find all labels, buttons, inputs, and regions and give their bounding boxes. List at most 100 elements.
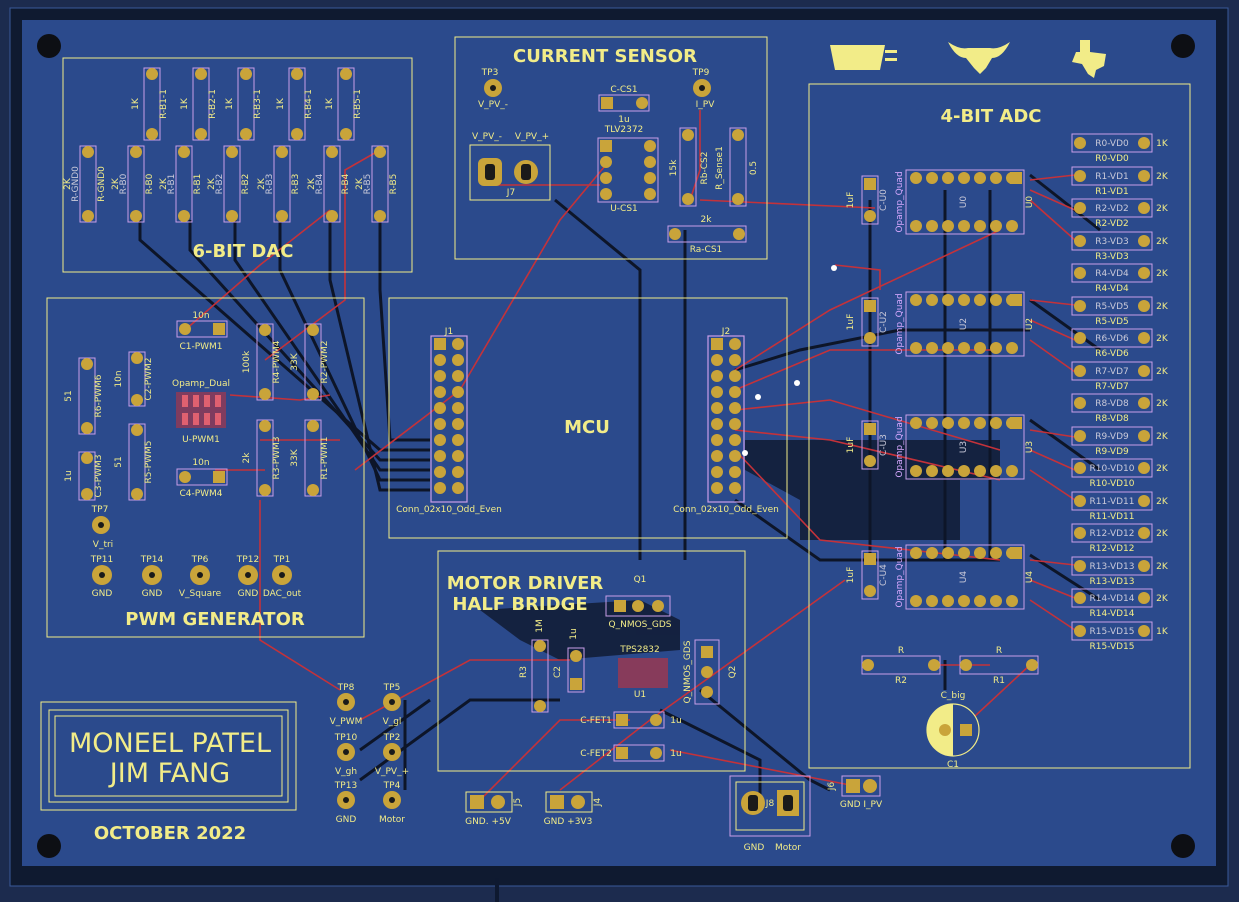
dac-bot-ref-3: R-B2 [215, 174, 225, 195]
round-pad [910, 172, 922, 184]
round-pad [374, 210, 386, 222]
j6-label: GND I_PV [840, 800, 883, 810]
section-title-pwm: PWM GENERATOR [125, 609, 305, 630]
round-pad [926, 172, 938, 184]
btp-label-4: GND [336, 815, 357, 825]
pwm-u-ref: U-PWM1 [182, 435, 220, 445]
ccs1-val: 1u [618, 115, 629, 125]
r-cs2-ref: Rb-CS2 [700, 152, 710, 185]
round-pad [1138, 625, 1150, 637]
adc-res-outline-13 [1071, 556, 1153, 576]
round-pad [974, 342, 986, 354]
round-pad [307, 420, 319, 432]
round-pad [958, 294, 970, 306]
j1-ref: J1 [444, 327, 453, 337]
round-pad [131, 488, 143, 500]
opamp-cap-outline-3 [861, 550, 879, 600]
adc-res-outline-7 [1071, 361, 1153, 381]
round-pad [452, 370, 464, 382]
j5-ref: J5 [513, 798, 523, 807]
opamp-refin-0: U0 [959, 196, 969, 209]
round-pad [1074, 300, 1086, 312]
adc-res-inline-13: R13-VD13 [1090, 562, 1135, 572]
dac-top-ref-0: R-B1-1 [159, 89, 169, 119]
round-pad [990, 417, 1002, 429]
opamp-val-2: Opamp_Quad [895, 416, 905, 477]
round-pad [1138, 170, 1150, 182]
adc-res-inline-3: R3-VD3 [1095, 237, 1129, 247]
smd-pad [182, 413, 188, 425]
opamp-ref-3: U4 [1025, 571, 1035, 584]
round-pad [82, 210, 94, 222]
j2-label: Conn_02x10_Odd_Even [673, 505, 779, 515]
adc-res-val-13: 2K [1156, 562, 1169, 572]
btp-ref-0: TP8 [337, 683, 355, 693]
adc-res-outline-3 [1071, 231, 1153, 251]
adc-res-val-10: 2K [1156, 464, 1169, 474]
round-pad [958, 220, 970, 232]
tp3-label: V_PV_- [478, 100, 508, 110]
section-title-adc: 4-BIT ADC [940, 106, 1041, 127]
pwm-r2-ref: R2-PWM2 [320, 340, 330, 383]
round-pad [434, 482, 446, 494]
round-pad [1138, 430, 1150, 442]
btp-label-1: V_gl [383, 717, 402, 727]
round-pad [1138, 300, 1150, 312]
round-pad [644, 156, 656, 168]
opamp-ref-0: U0 [1025, 196, 1035, 209]
j8-pin2: Motor [775, 843, 801, 853]
round-pad [644, 140, 656, 152]
round-pad [1074, 495, 1086, 507]
dac-bot-ref-6: R-B5 [363, 174, 373, 195]
r-sense-ref: R_Sense1 [715, 146, 725, 190]
test-point-hole [149, 572, 155, 578]
r-sense-val: 0.5 [749, 161, 759, 175]
round-pad [434, 354, 446, 366]
cfet1-val: 1u [670, 716, 681, 726]
adc-res-ref-9: R9-VD9 [1095, 447, 1129, 457]
adc-res-ref-12: R12-VD12 [1090, 544, 1135, 554]
adc-res-ref-3: R3-VD3 [1095, 252, 1129, 262]
dac-bot-val-6: 2K [355, 177, 365, 190]
round-pad [326, 146, 338, 158]
round-pad [990, 547, 1002, 559]
adc-res-ref-5: R5-VD5 [1095, 317, 1129, 327]
adc-res-inline-10: R10-VD10 [1090, 464, 1135, 474]
header-j1: J1 Conn_02x10_Odd_Even [396, 327, 502, 515]
opamp-cap-val-0: 1uF [846, 192, 856, 209]
round-pad [434, 402, 446, 414]
round-pad [452, 418, 464, 430]
square-pad [864, 178, 876, 190]
pwm-parts: 10n C1-PWM1 10n C4-PWM4 Opamp_Dual U-PWM… [91, 311, 230, 550]
round-pad [958, 417, 970, 429]
cs-ic-val: TLV2372 [604, 125, 644, 135]
opamp-cap-outline-2 [861, 420, 879, 470]
round-pad [1138, 365, 1150, 377]
round-pad [1074, 332, 1086, 344]
round-pad [195, 68, 207, 80]
q1-val: Q_NMOS_GDS [609, 620, 672, 630]
round-pad [1138, 495, 1150, 507]
dac-top-val-2: 1K [225, 97, 235, 110]
smd-pad [215, 413, 221, 425]
adc-res-inline-1: R1-VD1 [1095, 172, 1129, 182]
motor-r3-ref: R3 [519, 666, 529, 678]
adc-res-ref-15: R15-VD15 [1090, 642, 1135, 652]
section-title-motor-line1: MOTOR DRIVER [447, 573, 604, 594]
round-pad [974, 294, 986, 306]
adc-res-val-6: 2K [1156, 334, 1169, 344]
round-pad [452, 482, 464, 494]
round-pad [452, 466, 464, 478]
round-pad [729, 418, 741, 430]
round-pad [926, 417, 938, 429]
round-pad [130, 210, 142, 222]
test-point-hole [343, 749, 349, 755]
test-point-hole [279, 572, 285, 578]
dac-bot-ref2-0: R-GND0 [97, 166, 107, 202]
motor-u-ref: U1 [634, 690, 646, 700]
pwm-tp-ref-0: TP11 [90, 555, 113, 565]
opamp-val-1: Opamp_Quad [895, 293, 905, 354]
pwm-c2-ref: C2-PWM2 [144, 357, 154, 400]
round-pad [600, 188, 612, 200]
round-pad [1074, 137, 1086, 149]
